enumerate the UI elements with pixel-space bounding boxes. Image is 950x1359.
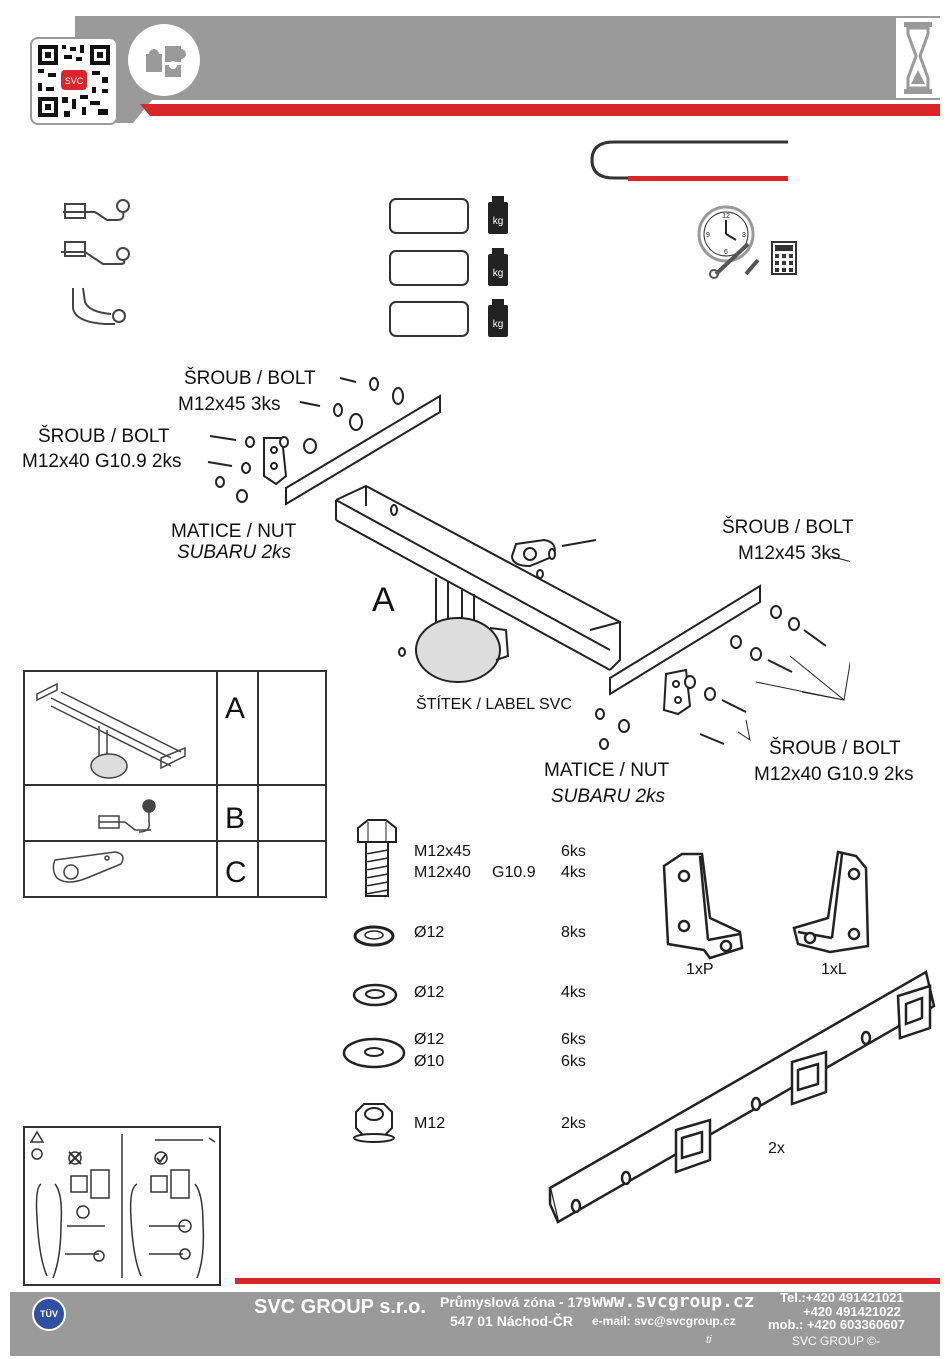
footer-company: SVC GROUP s.r.o. [254, 1296, 426, 1318]
mounting-plate-drawing [548, 970, 936, 1224]
weight-field-3 [389, 301, 469, 337]
hourglass-icon [896, 18, 940, 98]
header-banner [75, 16, 940, 123]
qr-code-icon: SVC [30, 37, 118, 125]
large-washer-qty-1: 6ks [561, 1031, 586, 1048]
bolt-qty-1: 6ks [561, 843, 586, 860]
bolt-size-2: M12x40 [414, 864, 471, 881]
towbar-exploded-diagram [207, 377, 850, 750]
weight-icon: kg [488, 248, 508, 286]
bracket-left-label: 1xL [821, 961, 847, 978]
bolt2-spec: M12x40 G10.9 2ks [22, 451, 182, 472]
large-washer-qty-2: 6ks [561, 1053, 586, 1070]
nut-icon [353, 1103, 395, 1143]
part-c-thumbnail [52, 851, 124, 883]
large-washer-size-2: Ø10 [414, 1053, 445, 1070]
nut-qty: 2ks [561, 1115, 586, 1132]
svg-text:12: 12 [722, 213, 730, 220]
bolt2-title: ŠROUB / BOLT [38, 426, 170, 447]
svg-text:6: 6 [724, 249, 728, 256]
bolt-size-1: M12x45 [414, 843, 471, 860]
spring-washer-qty: 8ks [561, 924, 586, 941]
nut2-spec: SUBARU 2ks [551, 786, 666, 807]
torque-instructions [23, 1126, 221, 1286]
qr-label: SVC [65, 76, 84, 86]
footer-address1: Průmyslová zóna - 179 [440, 1294, 591, 1310]
footer-small: ti [706, 1334, 712, 1346]
parts-table-letter-a: A [225, 692, 246, 725]
part-b-thumbnail [98, 799, 156, 833]
weight-icon: kg [488, 299, 508, 337]
nut1-title: MATICE / NUT [171, 521, 297, 542]
footer-tel2: +420 491421022 [803, 1304, 901, 1319]
bolt-qty-2: 4ks [561, 864, 586, 881]
bolt4-spec: M12x40 G10.9 2ks [754, 764, 914, 785]
towbar-types [61, 199, 130, 325]
bolt-grade-2: G10.9 [492, 864, 536, 881]
weight-icon-text: kg [493, 216, 504, 227]
bracket-right-label: 1xP [686, 961, 714, 978]
footer-email[interactable]: e-mail: svc@svcgroup.cz [592, 1314, 736, 1328]
large-washer-size-1: Ø12 [414, 1031, 445, 1048]
label-svc: ŠTÍTEK / LABEL SVC [416, 696, 572, 713]
large-washer-icon [342, 1037, 406, 1069]
parts-table-letter-c: C [225, 856, 247, 889]
brackets-drawing [662, 850, 870, 960]
nut2-title: MATICE / NUT [544, 760, 670, 781]
weight-icon-text: kg [493, 319, 504, 330]
spring-washer-size: Ø12 [414, 924, 445, 941]
plate-qty: 2x [768, 1140, 785, 1157]
bolt3-title: ŠROUB / BOLT [722, 517, 854, 538]
tuv-logo: TÜV [32, 1297, 66, 1331]
weight-field-2 [389, 250, 469, 286]
footer-web[interactable]: www.svcgroup.cz [592, 1291, 755, 1312]
weight-field-1 [389, 198, 469, 234]
title-tab [590, 138, 798, 184]
nut-size: M12 [414, 1115, 446, 1132]
footer-tel1: Tel.:+420 491421021 [780, 1290, 904, 1305]
weight-icon: kg [488, 196, 508, 234]
washer-icon [352, 983, 398, 1007]
svg-text:3: 3 [742, 232, 746, 239]
bolt3-spec: M12x45 3ks [738, 543, 841, 564]
bolt1-spec: M12x45 3ks [178, 394, 281, 415]
spring-washer-icon [353, 925, 395, 947]
footer-copyright: SVC GROUP ©- [792, 1334, 880, 1348]
clock-tools-calculator-icon: 12 3 6 9 [697, 205, 797, 279]
weight-icon-text: kg [493, 268, 504, 279]
nut1-spec: SUBARU 2ks [177, 542, 292, 563]
footer-banner [10, 1278, 940, 1356]
washer-size: Ø12 [414, 984, 445, 1001]
bolt4-title: ŠROUB / BOLT [769, 738, 901, 759]
parts-table: A B C [23, 670, 327, 898]
svg-text:9: 9 [706, 232, 710, 239]
footer-mob: mob.: +420 603360607 [768, 1317, 905, 1332]
part-a-label: A [372, 581, 395, 619]
bolt1-title: ŠROUB / BOLT [184, 368, 316, 389]
footer-address2: 547 01 Náchod-ČR [450, 1313, 573, 1329]
washer-qty: 4ks [561, 984, 586, 1001]
puzzle-icon [128, 24, 200, 96]
part-a-thumbnail [36, 682, 186, 779]
bolt-icon [357, 819, 397, 897]
parts-table-letter-b: B [225, 802, 246, 835]
